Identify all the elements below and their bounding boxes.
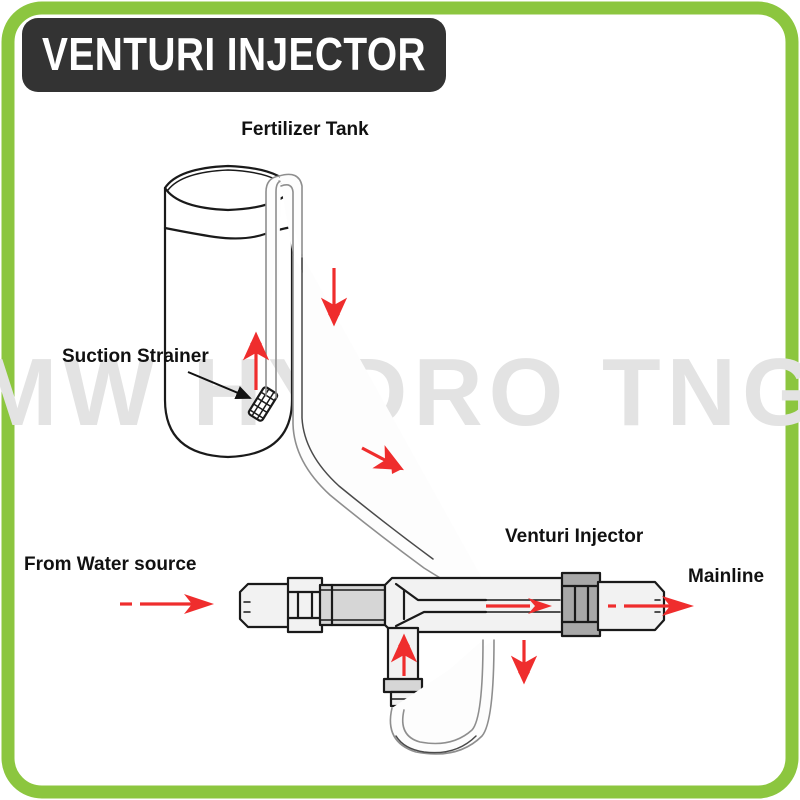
tube-rim-arch-inner xyxy=(280,184,294,256)
label-venturi-injector: Venturi Injector xyxy=(505,526,644,547)
label-mainline: Mainline xyxy=(688,566,764,587)
strainer-body xyxy=(247,386,279,422)
arrow-outlet-flow xyxy=(608,596,694,616)
arrow-port-suction xyxy=(390,633,418,676)
strainer-mesh-line xyxy=(256,397,272,408)
title-banner: VENTURI INJECTOR xyxy=(22,18,446,92)
arrow-downcomer-flow xyxy=(510,640,538,685)
tube-riser-right-wall xyxy=(275,180,282,399)
inlet-pipe-stub xyxy=(238,582,294,629)
strainer-mesh-line xyxy=(252,403,268,414)
venturi-injector xyxy=(238,571,666,708)
strainer-mesh-line xyxy=(249,409,265,420)
outlet-coupling-nut xyxy=(560,571,602,638)
strainer-mesh-line xyxy=(260,391,276,402)
label-suction-strainer: Suction Strainer xyxy=(62,346,209,367)
arrow-throat-flow xyxy=(486,598,552,614)
loop-tube-inner xyxy=(401,639,484,745)
loop-tube xyxy=(389,639,495,755)
inlet-coupling-nut xyxy=(286,576,324,634)
suction-port-collar xyxy=(382,677,424,694)
arrow-tank-downflow xyxy=(320,268,348,327)
strainer-mesh-line xyxy=(256,391,275,420)
injector-inlet-barrel xyxy=(318,583,387,627)
label-from-water-source: From Water source xyxy=(24,554,196,575)
throat-cone-lower xyxy=(394,610,488,628)
title-banner-box xyxy=(22,18,446,92)
suction-strainer-leader-line xyxy=(187,371,252,400)
arrow-diagonal-flow xyxy=(361,445,404,474)
tank-body xyxy=(163,186,294,459)
watermark: MW HYDRO TNG xyxy=(0,339,800,446)
arrow-strainer-suction xyxy=(242,331,270,390)
throat-cone-upper xyxy=(394,582,488,602)
page-title: VENTURI INJECTOR xyxy=(42,28,426,80)
arrow-inlet-flow xyxy=(120,594,214,614)
tube-shadow-line xyxy=(301,257,434,560)
loop-tube-shadow xyxy=(395,735,477,754)
label-fertilizer-tank: Fertilizer Tank xyxy=(241,119,369,140)
